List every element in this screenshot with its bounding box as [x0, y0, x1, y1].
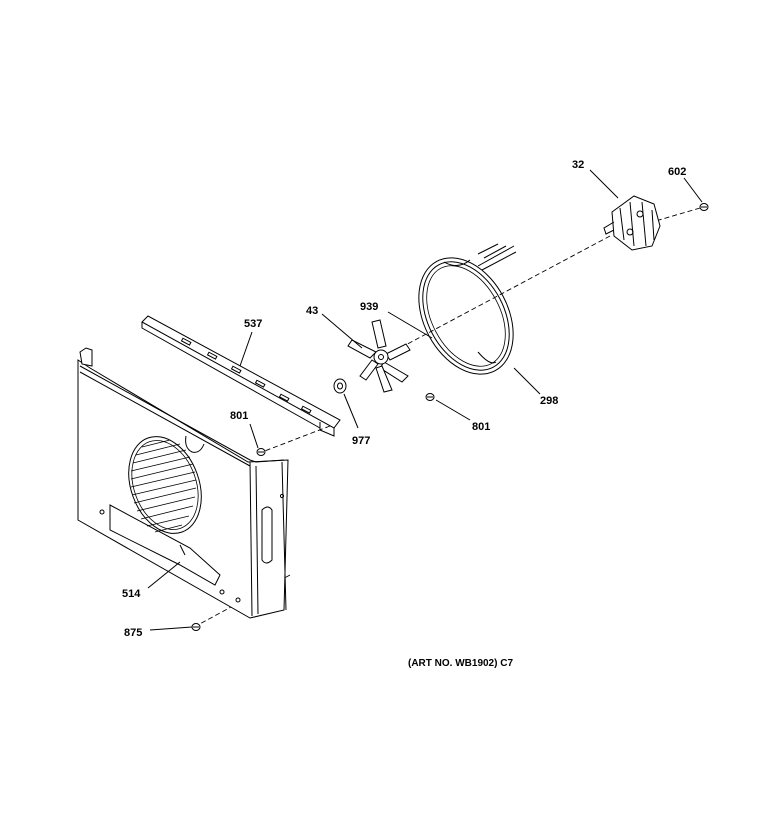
label-977: 977: [352, 435, 370, 447]
fan-blade: [347, 319, 411, 393]
label-875: 875: [124, 627, 142, 639]
bracket-slots: [180, 337, 312, 414]
label-43: 43: [306, 305, 318, 317]
label-537: 537: [244, 318, 262, 330]
art-number-caption: (ART NO. WB1902) C7: [408, 658, 513, 669]
screw-602: [699, 203, 709, 211]
label-801-right: 801: [472, 421, 490, 433]
motor: [603, 195, 661, 251]
back-panel: [77, 347, 289, 619]
vent-grille-slots: [130, 439, 197, 533]
label-32: 32: [572, 159, 584, 171]
bracket-strip: [141, 315, 341, 437]
nut: [333, 378, 347, 394]
label-298: 298: [540, 395, 558, 407]
label-939: 939: [360, 301, 378, 313]
leader-lines: [147, 169, 703, 631]
label-602: 602: [668, 166, 686, 178]
part-number-labels: 32 602 939 43 537 298 801 801 977 514 87…: [122, 159, 686, 639]
heating-element-ring: [418, 243, 517, 375]
screw-875: [191, 623, 201, 631]
label-514: 514: [122, 588, 141, 600]
label-801-left: 801: [230, 410, 248, 422]
screw-801-left: [256, 448, 266, 456]
screw-801-right: [425, 393, 435, 401]
